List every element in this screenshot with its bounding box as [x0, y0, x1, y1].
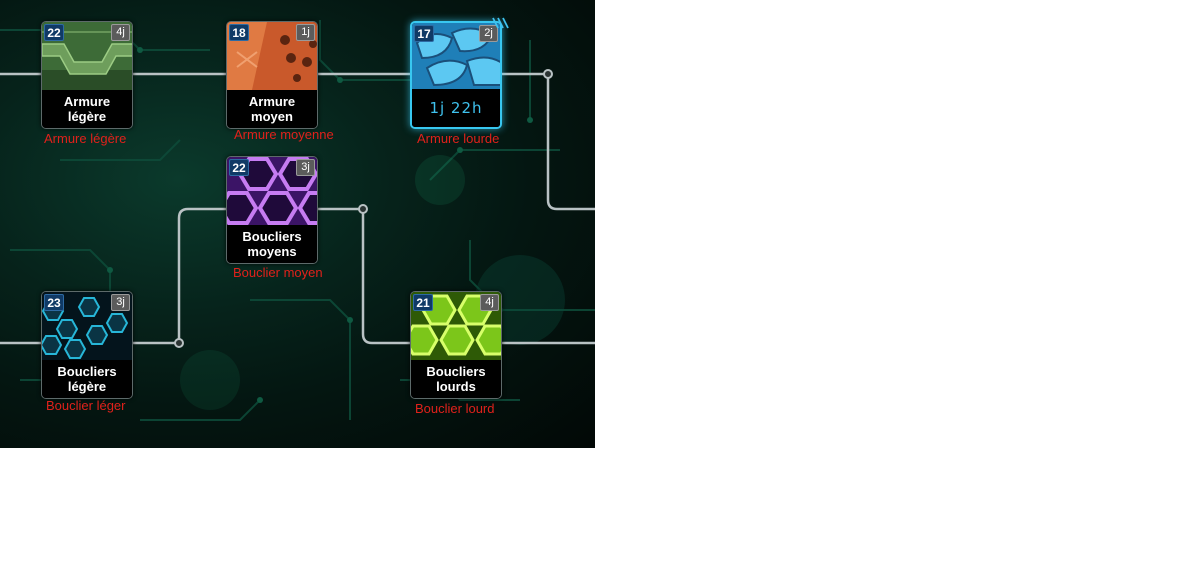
- connector-lines: [0, 72, 595, 345]
- tech-duration-badge: 4j: [111, 24, 130, 41]
- signal-icon: [492, 17, 509, 29]
- tech-label: Armure moyen: [227, 90, 317, 128]
- tech-level-badge: 18: [229, 24, 249, 41]
- tech-card-boucliers-legere[interactable]: 23 3j Boucliers légère: [41, 291, 133, 399]
- tech-duration-badge: 1j: [296, 24, 315, 41]
- research-timer: 1j 22h: [412, 89, 500, 127]
- tech-label: Armure légère: [42, 90, 132, 128]
- tech-label: Boucliers légère: [42, 360, 132, 398]
- tech-card-boucliers-moyens[interactable]: 22 3j Boucliers moyens: [226, 156, 318, 264]
- tech-caption: Bouclier moyen: [233, 265, 323, 280]
- tech-label: Boucliers lourds: [411, 360, 501, 398]
- tech-caption: Bouclier lourd: [415, 401, 495, 416]
- tech-caption: Armure moyenne: [234, 127, 334, 142]
- tech-label: Boucliers moyens: [227, 225, 317, 263]
- tech-caption: Armure lourde: [417, 131, 500, 146]
- tech-tree-board: 22 4j Armure légère Armure légère 18 1j …: [0, 0, 595, 448]
- tech-card-armure-moyenne[interactable]: 18 1j Armure moyen: [226, 21, 318, 129]
- tech-duration-badge: 3j: [296, 159, 315, 176]
- tech-card-armure-lourde[interactable]: 17 2j 1j 22h: [410, 21, 502, 129]
- tech-card-boucliers-lourds[interactable]: 21 4j Boucliers lourds: [410, 291, 502, 399]
- tech-caption: Armure légère: [44, 131, 127, 146]
- tech-duration-badge: 3j: [111, 294, 130, 311]
- tech-level-badge: 22: [44, 24, 64, 41]
- tech-level-badge: 21: [413, 294, 433, 311]
- tech-duration-badge: 4j: [480, 294, 499, 311]
- tech-duration-badge: 2j: [479, 25, 498, 42]
- connector-nodes: [174, 69, 553, 348]
- tech-level-badge: 17: [414, 25, 434, 42]
- tech-level-badge: 23: [44, 294, 64, 311]
- tech-level-badge: 22: [229, 159, 249, 176]
- tech-card-armure-legere[interactable]: 22 4j Armure légère: [41, 21, 133, 129]
- tech-caption: Bouclier léger: [46, 398, 126, 413]
